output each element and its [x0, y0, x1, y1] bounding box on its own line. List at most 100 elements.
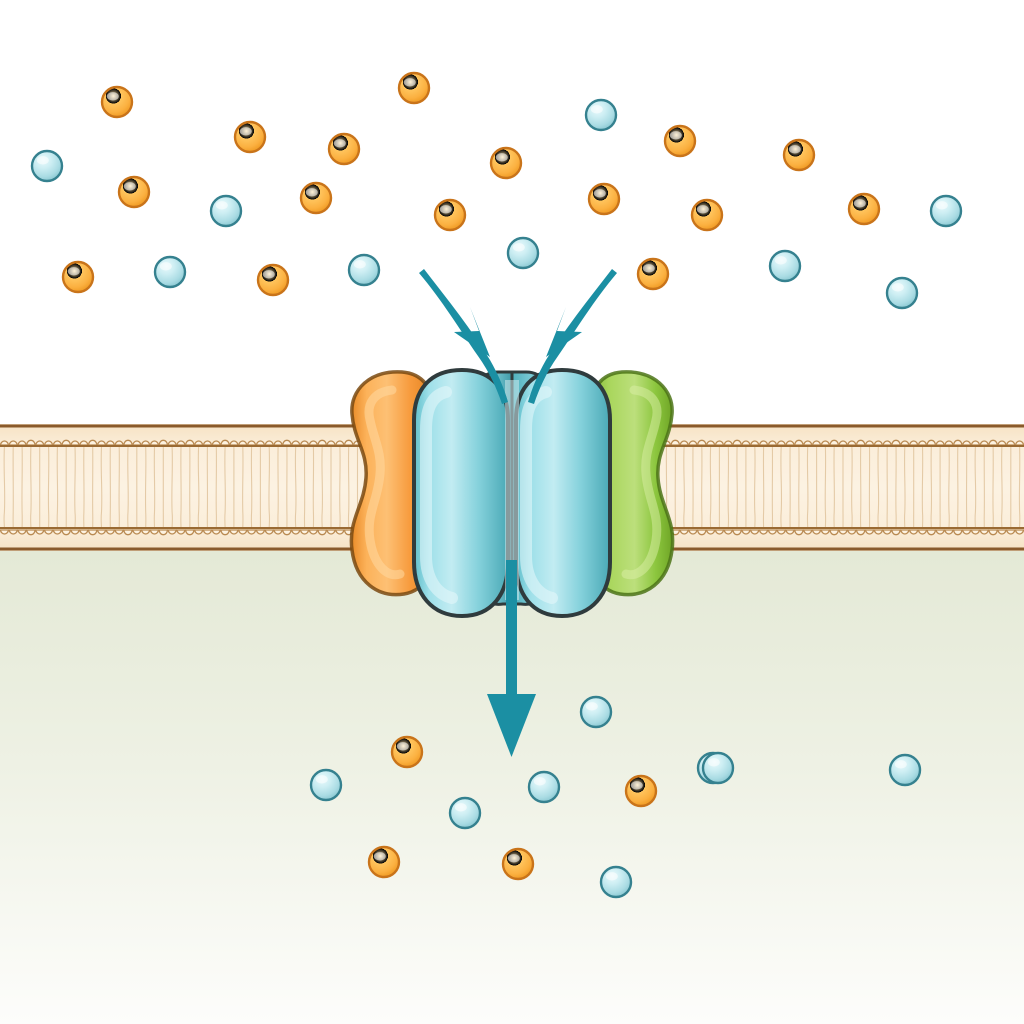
- lipid-head: [829, 439, 839, 446]
- lipid-head: [237, 440, 248, 446]
- lipid-head: [767, 440, 778, 446]
- lipid-tail: [224, 446, 226, 529]
- ion-specular-highlight: [593, 189, 606, 198]
- lipid-tail: [753, 446, 756, 529]
- lipid-head: [26, 529, 36, 536]
- ion-orange: [233, 120, 267, 154]
- lipid-head: [838, 529, 848, 535]
- lipid-head: [123, 529, 133, 536]
- lipid-head: [61, 439, 71, 446]
- lipid-head: [705, 440, 716, 446]
- lipid-head: [829, 529, 839, 536]
- lipid-head: [908, 529, 919, 535]
- lipid-head: [670, 439, 681, 446]
- ion-specular-highlight: [262, 270, 275, 279]
- lipid-head: [176, 529, 186, 535]
- lipid-head: [52, 440, 63, 446]
- lipid-head: [167, 529, 177, 535]
- lipid-head: [264, 529, 275, 535]
- lipid-head: [873, 529, 884, 535]
- lipid-head: [997, 440, 1007, 446]
- lipid-tail: [294, 446, 297, 529]
- lipid-head: [34, 440, 45, 446]
- extracellular-ions: [30, 71, 963, 310]
- efflux-arrow-head: [487, 694, 536, 757]
- lipid-head: [794, 439, 804, 446]
- ion-body: [256, 263, 290, 297]
- lipid-tail: [268, 446, 271, 529]
- ion-orange: [256, 263, 290, 297]
- lipid-head: [749, 440, 760, 446]
- lipid-head: [820, 529, 831, 535]
- ion-body: [209, 194, 243, 228]
- ion-orange: [663, 124, 697, 158]
- lipid-tail: [877, 446, 880, 529]
- lipid-tail: [683, 446, 685, 529]
- lipid-head: [326, 529, 336, 535]
- lipid-head: [255, 529, 266, 535]
- lipid-tail: [974, 446, 977, 529]
- ion-body: [663, 124, 697, 158]
- ion-specular-highlight: [495, 153, 508, 162]
- lipid-head: [299, 529, 310, 535]
- lipid-head: [723, 529, 734, 535]
- ion-orange: [397, 71, 431, 105]
- lipid-tail: [806, 446, 809, 529]
- ion-body: [636, 257, 670, 291]
- ion-body: [885, 276, 919, 310]
- subunit-teal-inner-right[interactable]: [514, 367, 612, 619]
- lipid-tail: [197, 446, 200, 529]
- lipid-head: [979, 440, 990, 446]
- lipid-head: [697, 529, 707, 536]
- lipid-head: [900, 529, 910, 535]
- ion-specular-highlight: [642, 264, 655, 273]
- ion-specular-highlight: [774, 256, 787, 265]
- lipid-head: [758, 529, 769, 535]
- lipid-head: [26, 439, 36, 446]
- ion-blue: [30, 149, 64, 183]
- lipid-head: [714, 440, 725, 446]
- transmembrane-ion-channel[interactable]: [349, 367, 675, 619]
- ion-specular-highlight: [159, 262, 172, 271]
- subunit-orange-highlight: [364, 385, 405, 580]
- ion-blue: [448, 796, 482, 830]
- ion-blue: [347, 253, 381, 287]
- lipid-head: [193, 440, 204, 446]
- ion-body: [433, 198, 467, 232]
- lipid-head: [953, 439, 963, 446]
- ion-specular-highlight: [396, 742, 409, 751]
- ion-specular-highlight: [696, 205, 709, 214]
- lipid-head: [864, 440, 875, 446]
- lipid-head: [953, 529, 963, 536]
- ion-body: [701, 751, 735, 785]
- transport-arrows: [419, 269, 617, 757]
- influx-arrow-right: [528, 269, 617, 404]
- ion-orange: [636, 257, 670, 291]
- lipid-head: [343, 439, 354, 446]
- lipid-head: [123, 439, 133, 446]
- lipid-tail: [100, 446, 103, 529]
- lipid-head: [149, 440, 160, 446]
- lipid-head: [0, 440, 10, 446]
- lipid-head: [114, 440, 124, 446]
- lipid-head: [970, 529, 981, 535]
- ion-body: [579, 695, 613, 729]
- lipid-head: [688, 529, 698, 535]
- lipid-head: [979, 529, 990, 535]
- lipid-head: [185, 439, 195, 446]
- lipid-head: [202, 440, 213, 446]
- lipid-head: [211, 529, 222, 535]
- ion-body: [599, 865, 633, 899]
- ion-specular-highlight: [353, 260, 366, 269]
- lipid-head: [326, 440, 336, 446]
- lipid-head: [891, 439, 901, 446]
- lipid-head: [335, 440, 345, 446]
- ion-specular-highlight: [106, 92, 119, 101]
- lipid-head: [926, 439, 937, 446]
- lipid-head: [908, 440, 919, 446]
- ion-body: [584, 98, 618, 132]
- ion-blue: [885, 276, 919, 310]
- lipid-head: [185, 529, 195, 536]
- lipid-head: [732, 439, 742, 446]
- ion-specular-highlight: [239, 127, 252, 136]
